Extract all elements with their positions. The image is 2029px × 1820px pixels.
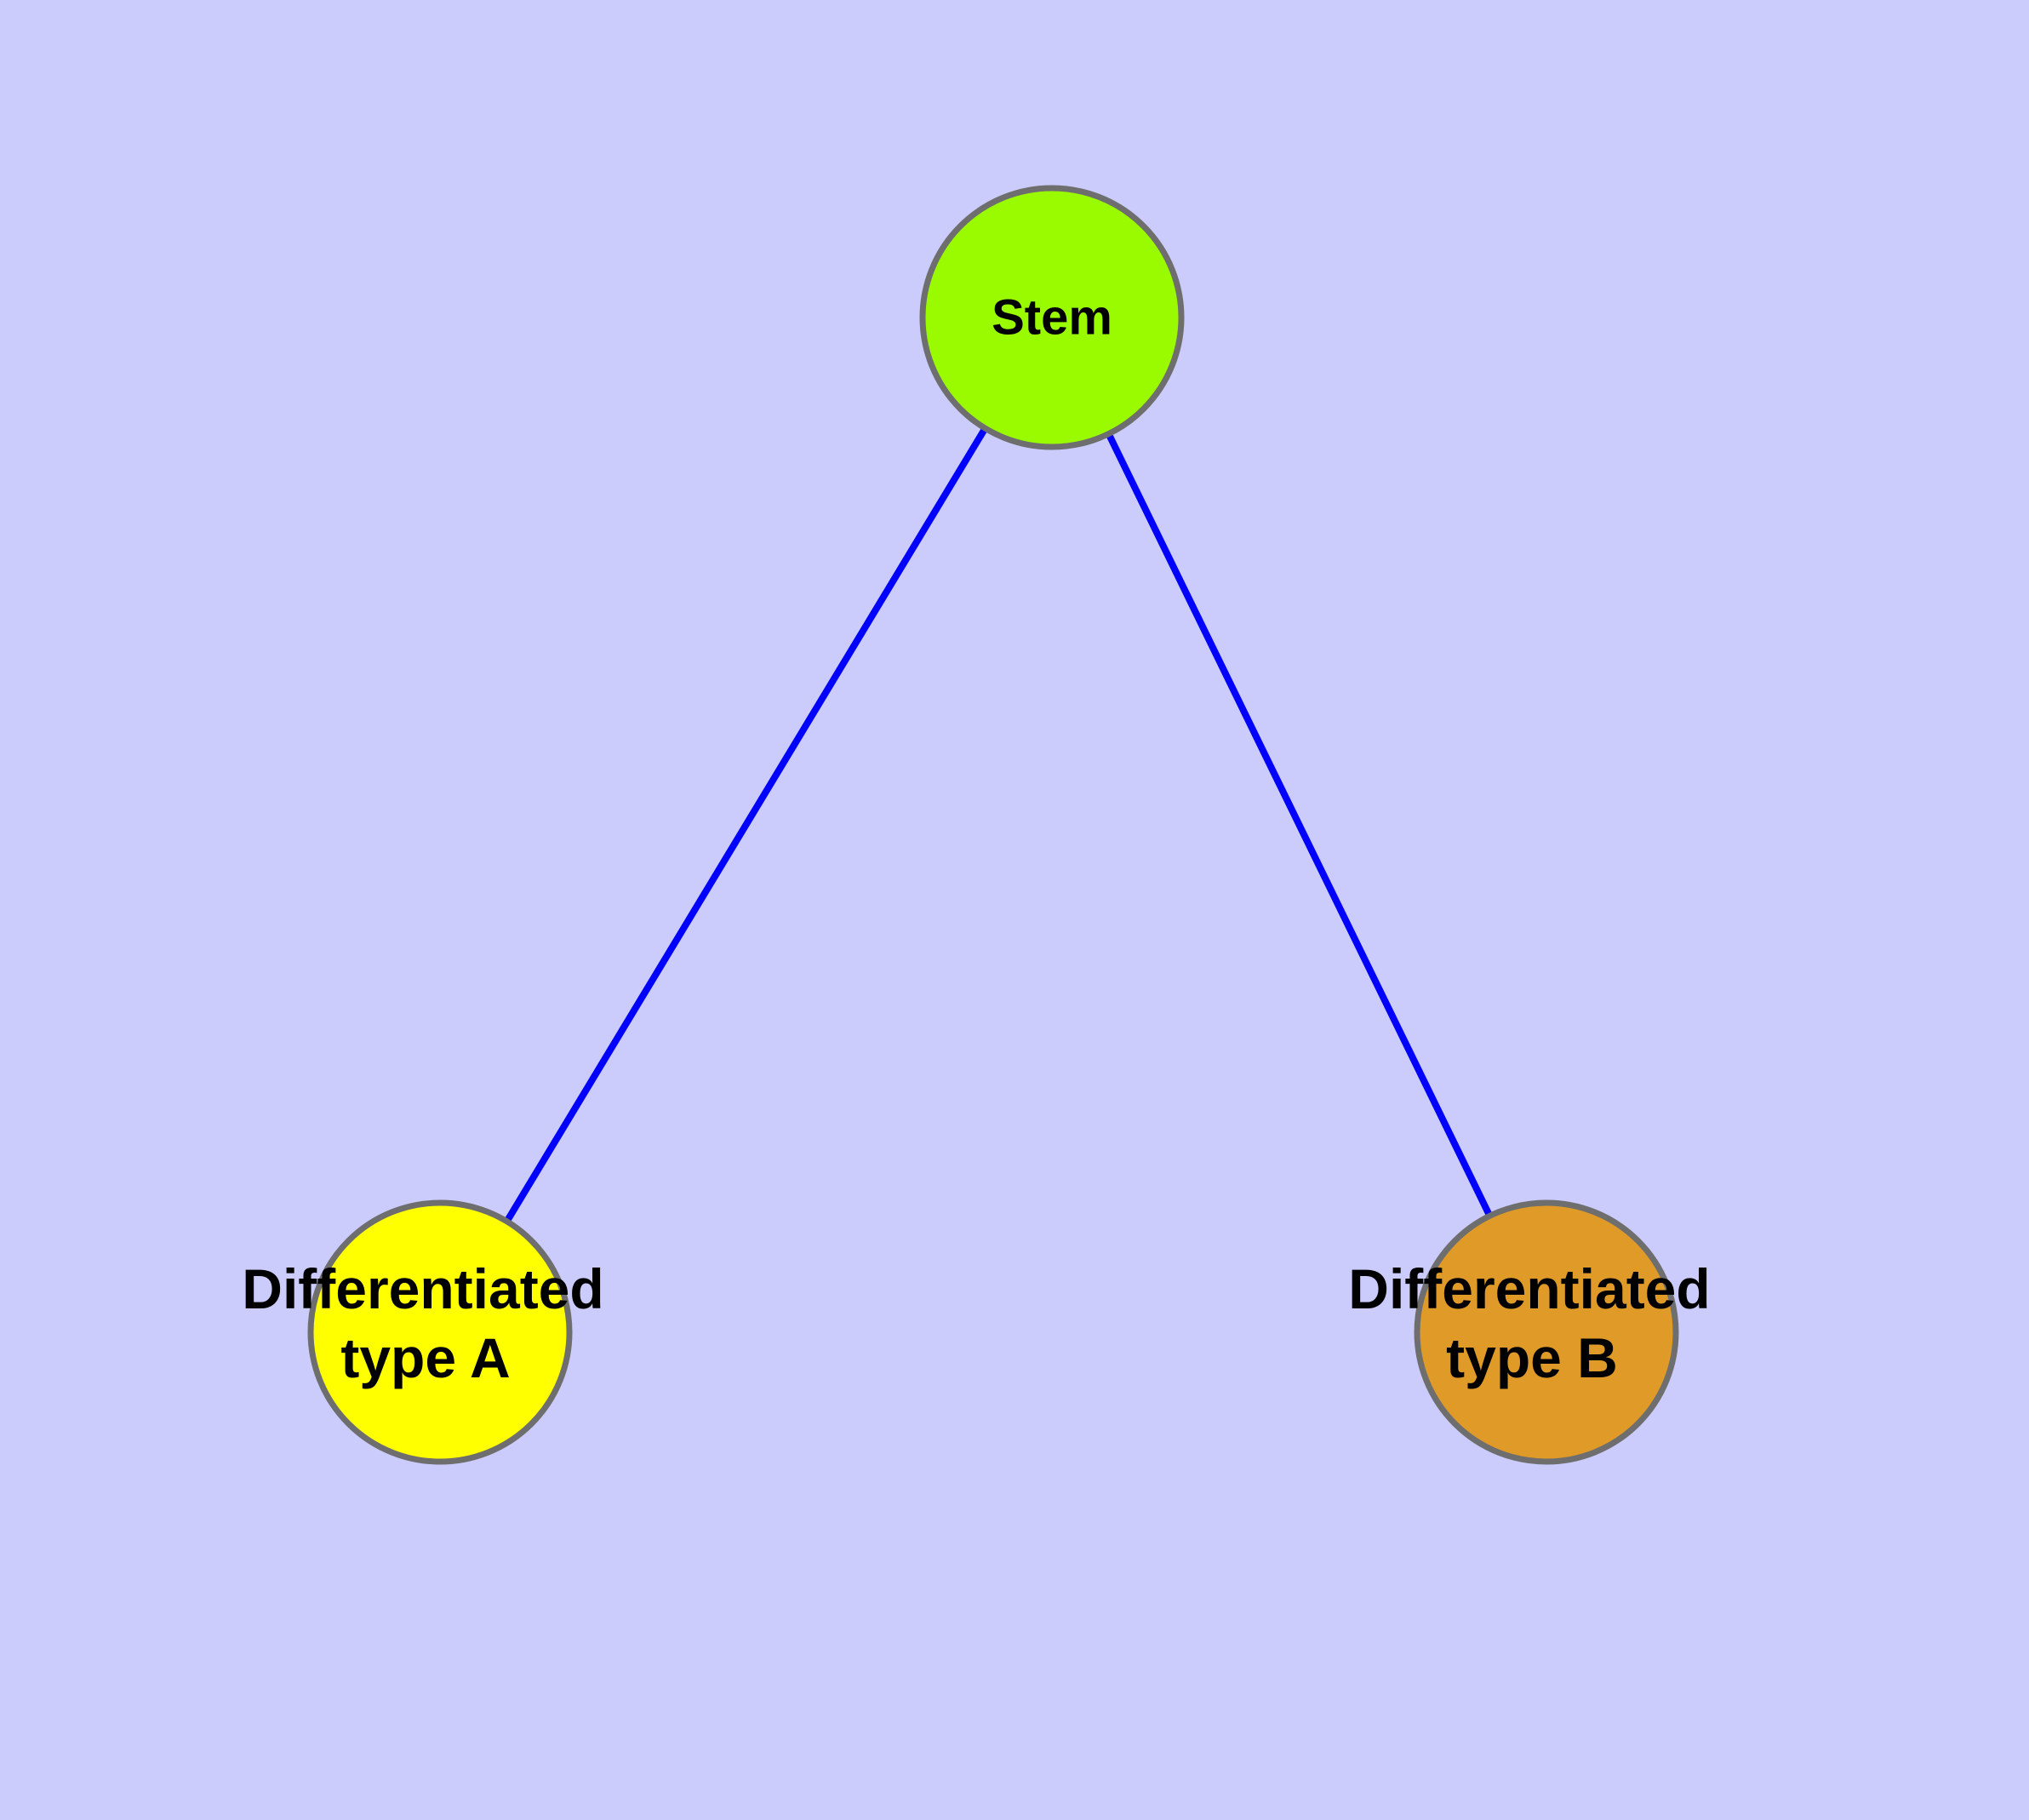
nodes-layer (307, 185, 1679, 1465)
edges-layer (502, 423, 1495, 1227)
node-differentiated-b[interactable] (1414, 1199, 1679, 1465)
node-differentiated-b-circle[interactable] (1414, 1199, 1679, 1465)
edge-stem-to-differentiated-a[interactable] (502, 423, 990, 1227)
node-differentiated-a-label-line1: Differentiated (242, 1257, 603, 1320)
labels-layer: Stem Differentiated type A Differentiate… (242, 290, 1710, 1389)
node-differentiated-b-label-line1: Differentiated (1348, 1257, 1710, 1320)
edge-stem-to-differentiated-b[interactable] (1104, 429, 1495, 1221)
node-differentiated-a[interactable] (307, 1199, 573, 1465)
node-stem-label: Stem (992, 290, 1112, 346)
node-stem-circle[interactable] (919, 185, 1185, 450)
node-stem[interactable] (919, 185, 1185, 450)
node-differentiated-b-label-line2: type B (1446, 1326, 1618, 1389)
node-differentiated-a-circle[interactable] (307, 1199, 573, 1465)
node-differentiated-a-label-line2: type A (340, 1326, 510, 1389)
